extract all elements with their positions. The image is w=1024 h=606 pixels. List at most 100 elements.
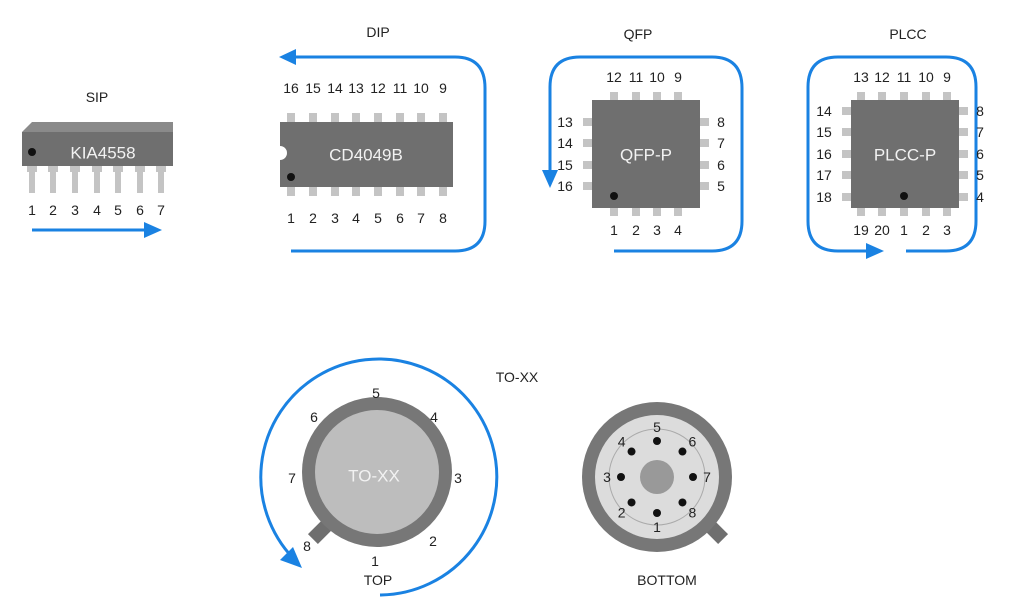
pin-lead bbox=[583, 139, 593, 147]
pin-lead bbox=[610, 207, 618, 216]
pin-lead bbox=[842, 150, 852, 158]
dip-pin-label: 8 bbox=[439, 210, 447, 226]
qfp-pin-label: 2 bbox=[632, 222, 640, 238]
plcc-chip-label: PLCC-P bbox=[874, 146, 936, 165]
pin-lead bbox=[583, 118, 593, 126]
to-bottom-pin-circle bbox=[608, 428, 706, 526]
pin-lead bbox=[958, 150, 968, 158]
pin-lead bbox=[674, 207, 682, 216]
pin-lead bbox=[857, 92, 865, 101]
plcc-pin-label: 19 bbox=[853, 222, 869, 238]
sip-body bbox=[22, 132, 173, 166]
dip-pin-label: 7 bbox=[417, 210, 425, 226]
pin-lead bbox=[374, 113, 382, 123]
pin-lead bbox=[653, 92, 661, 101]
pin-lead bbox=[29, 166, 35, 193]
pin-lead bbox=[583, 161, 593, 169]
sip-pin-label: 6 bbox=[136, 202, 144, 218]
qfp-body bbox=[592, 100, 700, 208]
dip-pin-label: 9 bbox=[439, 80, 447, 96]
pin-lead bbox=[699, 182, 709, 190]
pin-lead bbox=[72, 166, 78, 193]
qfp-pin-label: 6 bbox=[717, 157, 725, 173]
sip-bevel bbox=[22, 122, 173, 132]
pin-lead bbox=[922, 92, 930, 101]
to-top-pin-label: 8 bbox=[303, 538, 311, 554]
pin-lead bbox=[842, 128, 852, 136]
dip-pin-label: 16 bbox=[283, 80, 299, 96]
dip-pin-label: 1 bbox=[287, 210, 295, 226]
to-top-cap bbox=[315, 410, 439, 534]
pin-dot-icon bbox=[678, 498, 687, 507]
pin-lead bbox=[878, 207, 886, 216]
arrow-head-icon bbox=[279, 49, 296, 65]
pin-lead bbox=[439, 113, 447, 123]
pin-lead bbox=[900, 207, 908, 216]
sip-pin-label: 5 bbox=[114, 202, 122, 218]
dip-title: DIP bbox=[366, 24, 389, 40]
pin-lead bbox=[842, 107, 852, 115]
arrow-head-icon bbox=[280, 547, 302, 568]
dip-pin-label: 5 bbox=[374, 210, 382, 226]
plcc-title: PLCC bbox=[889, 26, 926, 42]
plcc-direction-arrow bbox=[806, 55, 978, 253]
plcc-pin-label: 14 bbox=[816, 103, 832, 119]
pin-lead bbox=[958, 128, 968, 136]
to-bottom-pin-label: 8 bbox=[688, 504, 696, 520]
plcc-pin-label: 9 bbox=[943, 69, 951, 85]
pin-lead bbox=[699, 161, 709, 169]
dip-pin-label: 12 bbox=[370, 80, 386, 96]
sip-title: SIP bbox=[86, 89, 109, 105]
pin-lead bbox=[842, 171, 852, 179]
sip-pin-label: 1 bbox=[28, 202, 36, 218]
pin-lead bbox=[287, 113, 295, 123]
to-bottom-pin-label: 4 bbox=[618, 434, 626, 450]
qfp-direction-arrow bbox=[548, 55, 744, 253]
pin1-dot-icon bbox=[28, 148, 36, 156]
sip-pin-label: 4 bbox=[93, 202, 101, 218]
dip-pin-label: 15 bbox=[305, 80, 321, 96]
dip-pin-label: 10 bbox=[413, 80, 429, 96]
qfp-pin-label: 5 bbox=[717, 178, 725, 194]
pin-lead bbox=[352, 186, 360, 196]
pin-lead bbox=[958, 107, 968, 115]
to-top-pin-label: 5 bbox=[372, 385, 380, 401]
dip-chip-label: CD4049B bbox=[329, 146, 403, 165]
pin-dot-icon bbox=[689, 473, 697, 481]
to-bottom-pin-label: 5 bbox=[653, 419, 661, 435]
to-top-pin-label: 2 bbox=[429, 533, 437, 549]
pin-lead bbox=[94, 166, 100, 193]
to-top-pin-label: 7 bbox=[288, 470, 296, 486]
plcc-pin-label: 7 bbox=[976, 124, 984, 140]
pin-lead bbox=[699, 118, 709, 126]
sip-pin-label: 2 bbox=[49, 202, 57, 218]
plcc-pin-label: 8 bbox=[976, 103, 984, 119]
pin-lead bbox=[653, 207, 661, 216]
pin-lead bbox=[583, 182, 593, 190]
to-top-pin-label: 1 bbox=[371, 553, 379, 569]
pin-lead bbox=[958, 171, 968, 179]
qfp-pin-label: 14 bbox=[557, 135, 573, 151]
dip-notch bbox=[273, 146, 287, 160]
qfp-pin-label: 8 bbox=[717, 114, 725, 130]
pin1-dot-icon bbox=[610, 192, 618, 200]
arrow-head-icon bbox=[144, 222, 162, 238]
pin-lead bbox=[958, 193, 968, 201]
plcc-pin-label: 15 bbox=[816, 124, 832, 140]
to-top-pin-label: 4 bbox=[430, 409, 438, 425]
dip-body bbox=[280, 122, 453, 187]
pin-lead bbox=[632, 92, 640, 101]
pin-lead bbox=[309, 186, 317, 196]
to-bottom-caption: BOTTOM bbox=[637, 572, 697, 588]
pin-lead bbox=[396, 186, 404, 196]
dip-direction-arrow bbox=[291, 55, 487, 253]
plcc-pin-label: 20 bbox=[874, 222, 890, 238]
pin-lead bbox=[610, 92, 618, 101]
pin-lead bbox=[309, 113, 317, 123]
plcc-pin-label: 17 bbox=[816, 167, 832, 183]
pin-lead bbox=[374, 186, 382, 196]
